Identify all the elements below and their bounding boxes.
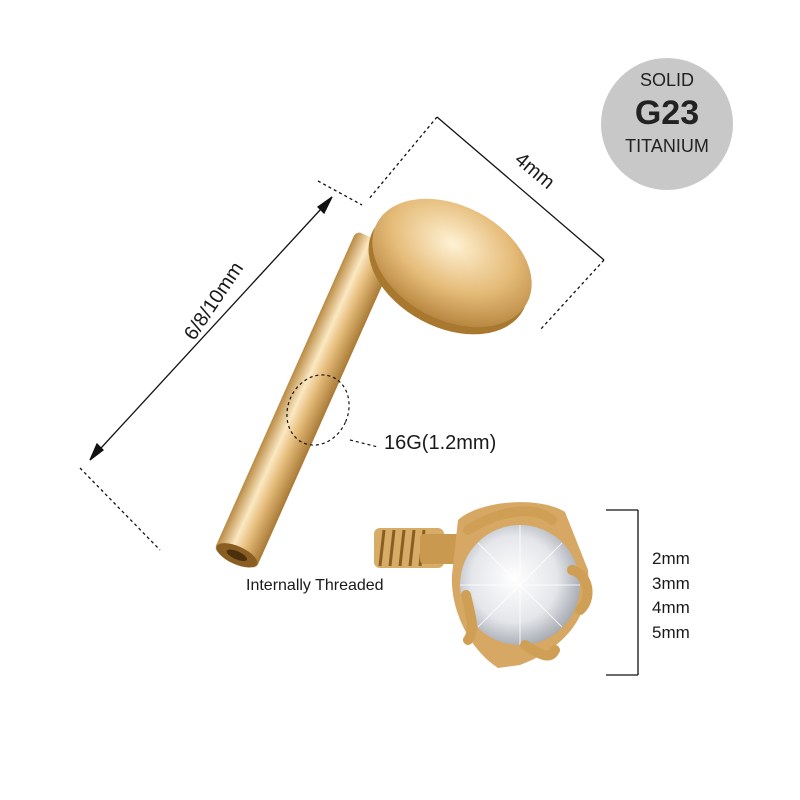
- gem-top: [374, 502, 593, 668]
- disc-dimension: [367, 116, 605, 331]
- gauge-marker: [286, 374, 379, 448]
- post-shaft: [215, 232, 397, 568]
- badge-solid: SOLID: [639, 70, 695, 90]
- gauge-label: 16G(1.2mm): [384, 432, 497, 454]
- thread-label: Internally Threaded: [246, 577, 384, 594]
- badge-material: TITANIUM: [625, 136, 709, 156]
- top-sizes-list: 2mm 3mm 4mm 5mm: [652, 547, 690, 645]
- top-size-4mm: 4mm: [652, 598, 690, 617]
- disc-head: [368, 198, 532, 335]
- threaded-pin: [374, 528, 460, 568]
- size-bracket: [606, 509, 639, 676]
- labret-post: [215, 198, 532, 568]
- top-size-5mm: 5mm: [652, 622, 690, 642]
- top-size-3mm: 3mm: [652, 573, 690, 593]
- badge-grade: G23: [634, 94, 700, 132]
- length-dimension: [79, 180, 363, 551]
- material-badge: SOLID G23 TITANIUM: [601, 58, 733, 190]
- top-size-2mm: 2mm: [652, 549, 690, 568]
